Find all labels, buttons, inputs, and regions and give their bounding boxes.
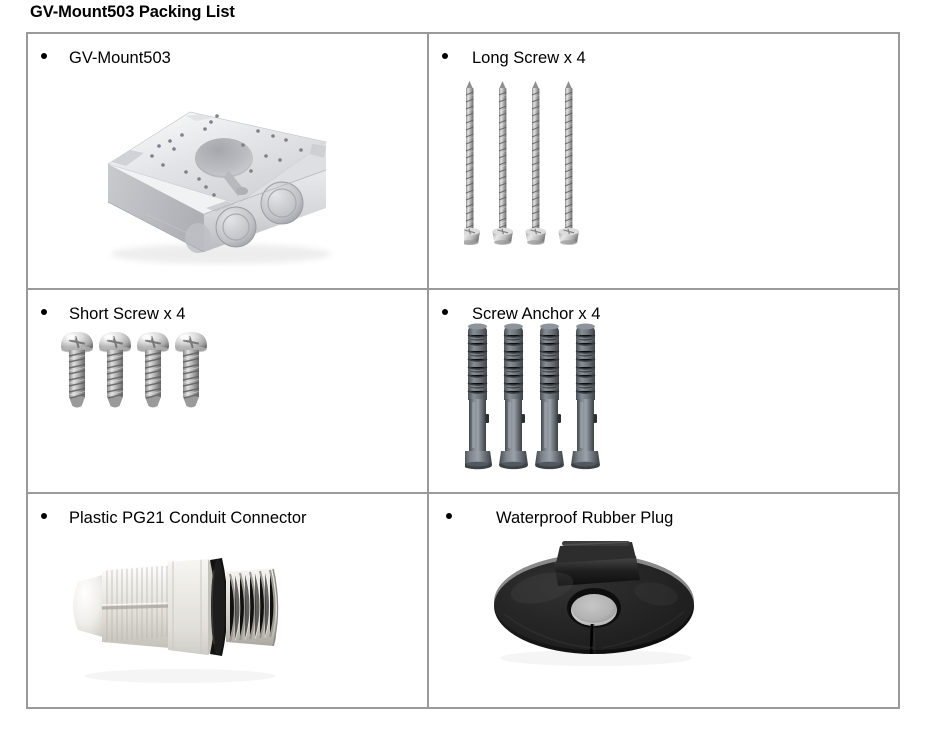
table-row: Plastic PG21 Conduit Connector [26,492,900,709]
item-label-row0-col0: GV-Mount503 [28,34,427,68]
item-label-row2-col0: Plastic PG21 Conduit Connector [28,494,427,528]
table-row: GV-Mount503 [26,32,900,290]
item-label-row0-col1: Long Screw x 4 [429,34,898,68]
bullet-icon [442,309,448,315]
mount-box-photo [86,86,352,266]
bullet-icon [442,53,448,59]
bullet-icon [446,513,452,519]
page-title: GV-Mount503 Packing List [30,3,235,21]
cell-short-screw: Short Screw x 4 [26,288,429,494]
packing-list-table: GV-Mount503 [26,32,900,709]
short-screws-photo [59,328,235,423]
bullet-icon [41,309,47,315]
item-label-text: Plastic PG21 Conduit Connector [69,509,307,527]
cell-screw-anchor: Screw Anchor x 4 [427,288,900,494]
bullet-icon [41,53,47,59]
item-label-text: Long Screw x 4 [472,49,586,67]
conduit-connector-photo [60,526,295,686]
cell-conduit-connector: Plastic PG21 Conduit Connector [26,492,429,709]
item-label-row1-col0: Short Screw x 4 [28,290,427,324]
long-screws-photo [458,79,614,259]
cell-rubber-plug: Waterproof Rubber Plug [427,492,900,709]
cell-gv-mount503: GV-Mount503 [26,32,429,290]
cell-long-screw: Long Screw x 4 [427,32,900,290]
rubber-plug-photo [484,536,709,671]
item-label-text: GV-Mount503 [69,49,171,67]
item-label-text: Short Screw x 4 [69,305,186,323]
screw-anchors-photo [462,322,630,477]
item-label-row2-col1: Waterproof Rubber Plug [429,494,898,528]
item-label-text: Waterproof Rubber Plug [496,509,674,527]
bullet-icon [41,513,47,519]
item-label-text: Screw Anchor x 4 [472,305,601,323]
table-row: Short Screw x 4 [26,288,900,494]
item-label-row1-col1: Screw Anchor x 4 [429,290,898,324]
